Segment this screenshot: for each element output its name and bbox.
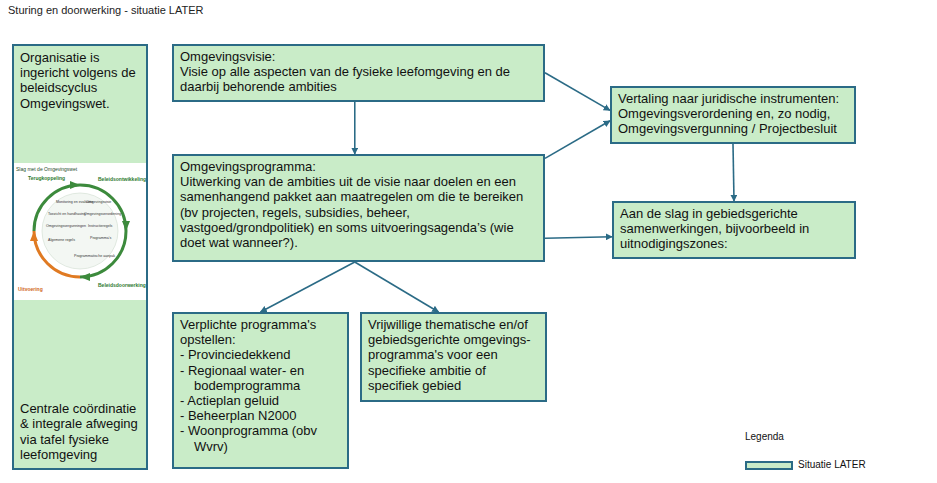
policy-cycle-illustration: Slag met de Omgevingswet Beleidsontwikke… [14,163,146,300]
flow-arrow [733,144,734,201]
step-label: Omgevingsverordening [84,212,121,216]
flow-arrow [545,121,610,159]
process-box: Aan de slag in gebiedsgerichte samenwerk… [612,201,856,259]
phase-label: Terugkoppeling [28,175,65,181]
step-label: Programma's [90,236,111,240]
flow-arrow [355,262,439,312]
process-box: Vertaling naar juridische instrumenten: … [610,86,856,144]
legend-heading: Legenda [745,431,784,442]
box-text: - Beheerplan N2000 [180,408,341,423]
box-heading: Organisatie is ingericht volgens de bele… [20,50,141,111]
box-heading: Vrijwillige thematische en/of gebiedsger… [368,317,539,393]
legend-text: Situatie LATER [798,459,866,470]
cycle-arrowhead [70,181,80,189]
box-heading: Omgevingsprogramma: [180,159,537,174]
flow-arrow [545,237,612,239]
process-box: Vrijwillige thematische en/of gebiedsger… [360,312,547,402]
box-text: - Regionaal water- en bodemprogramma [180,363,341,393]
phase-label: Uitvoering [18,286,43,292]
step-label: Toezicht en handhaving [48,212,86,216]
box-heading: Aan de slag in gebiedsgerichte samenwerk… [620,206,848,252]
step-label: Instructieregels [88,224,113,228]
logo-text: Slag met de Omgevingswet [16,166,78,172]
step-label: Algemene regels [48,238,75,242]
process-box: Omgevingsprogramma:Uitwerking van de amb… [172,154,545,262]
cycle-arrowhead [122,221,130,231]
box-heading: Verplichte programma's opstellen: [180,317,341,347]
step-label: Programmatische aanpak [74,254,115,258]
box-text: - Provinciedekkend [180,347,341,362]
flow-arrow [354,102,356,154]
process-box: Verplichte programma's opstellen:- Provi… [172,312,349,469]
cycle-core [42,193,118,269]
cycle-arrowhead [30,231,38,241]
step-label: Omgevingsvergunningen [46,224,86,228]
legend-swatch [745,461,793,470]
box-heading: Omgevingsvisie: [180,49,537,64]
diagram-title: Sturing en doorwerking - situatie LATER [8,4,203,16]
flow-arrow [261,262,355,312]
box-text: Uitwerking van de ambities uit de visie … [180,174,537,250]
box-text: Centrale coördinatie & integrale afwegin… [20,401,141,462]
phase-label: Beleidsontwikkeling [98,176,146,182]
cycle-arrowhead [80,273,90,281]
box-text: Visie op alle aspecten van de fysieke le… [180,64,537,94]
step-label: Omgevingsvisie [86,200,111,204]
box-heading: Vertaling naar juridische instrumenten: … [618,91,848,137]
flow-arrow [545,73,610,111]
box-text: - Actieplan geluid [180,393,341,408]
box-text: - Woonprogramma (obv Wvrv) [180,423,341,453]
process-box: Omgevingsvisie:Visie op alle aspecten va… [172,44,545,102]
phase-label: Beleidsdoorwerking [98,282,146,288]
